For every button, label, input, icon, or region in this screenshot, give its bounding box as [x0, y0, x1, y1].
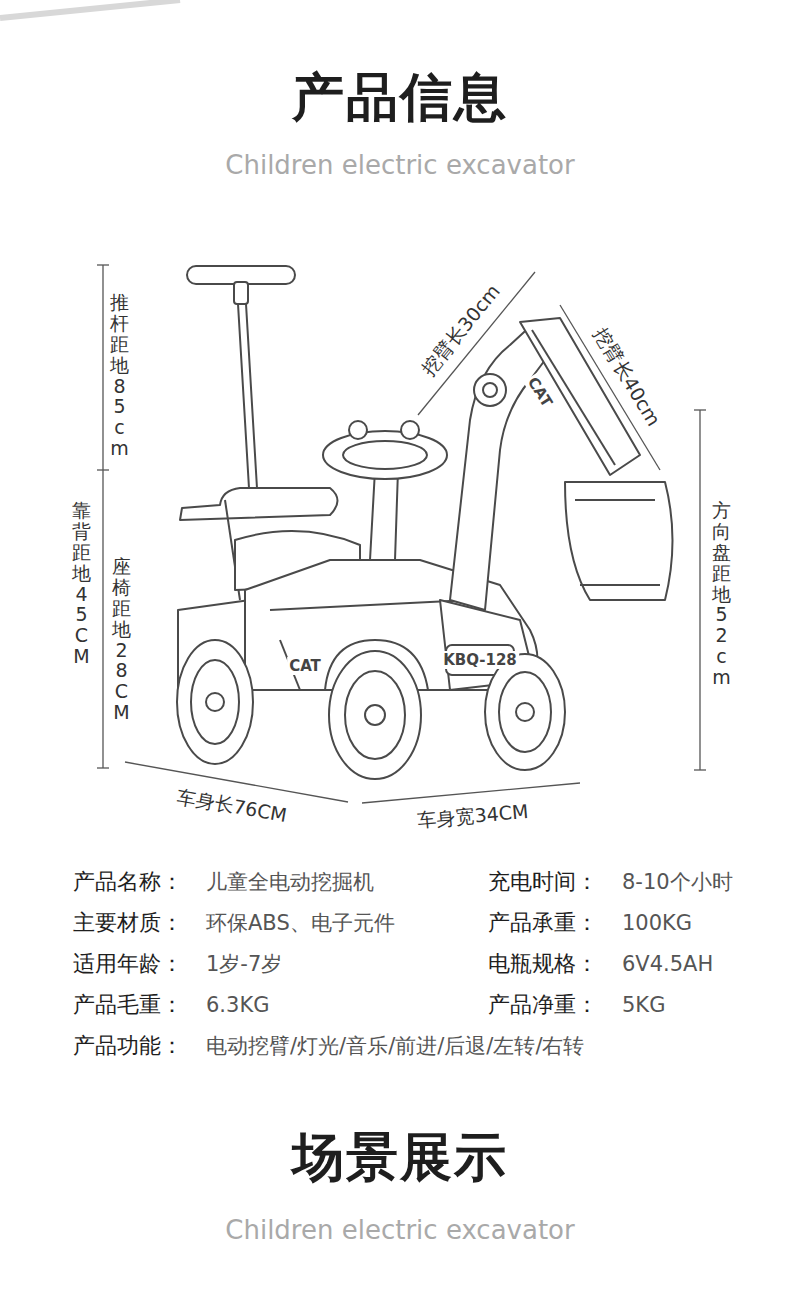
spec-value: 环保ABS、电子元件 [206, 911, 395, 936]
excavator-drawing [177, 266, 673, 779]
spec-value: 6.3KG [206, 993, 269, 1018]
brand-logo: CAT [287, 657, 323, 675]
dimension-label: 车身宽34CM [417, 800, 529, 832]
spec-value: 6V4.5AH [622, 952, 713, 977]
spec-value: 5KG [622, 993, 665, 1018]
dimension-label: 方向盘距地52cm [712, 500, 731, 688]
section-heading: 场景展示 [292, 1126, 508, 1188]
spec-value: 儿童全电动挖掘机 [206, 870, 374, 895]
spec-key: 适用年龄： [73, 951, 183, 977]
dimension-label: 靠背距地45CM [72, 500, 91, 667]
spec-key: 产品毛重： [73, 992, 183, 1018]
spec-key: 产品承重： [488, 910, 598, 936]
spec-key: 产品功能： [73, 1033, 183, 1059]
page-title: 产品信息 [292, 66, 508, 128]
dimension-label: 车身长76CM [175, 785, 288, 827]
subtitle: Children electric excavator [225, 150, 574, 181]
spec-key: 产品净重： [488, 992, 598, 1018]
spec-key: 产品名称： [73, 869, 183, 895]
dimension-lines [97, 265, 706, 803]
spec-value: 100KG [622, 911, 692, 936]
model-plate: KBQ-128 [441, 651, 519, 669]
subtitle: Children electric excavator [225, 1215, 574, 1246]
spec-key: 电瓶规格： [488, 951, 598, 977]
spec-key: 充电时间： [488, 869, 598, 895]
spec-value: 电动挖臂/灯光/音乐/前进/后退/左转/右转 [206, 1034, 584, 1059]
spec-value: 8-10个小时 [622, 870, 733, 895]
spec-key: 主要材质： [73, 910, 183, 936]
dimension-label: 座椅距地28CM [112, 556, 131, 723]
dimension-label: 推杆距地85cm [110, 292, 129, 459]
spec-value: 1岁-7岁 [206, 952, 282, 977]
